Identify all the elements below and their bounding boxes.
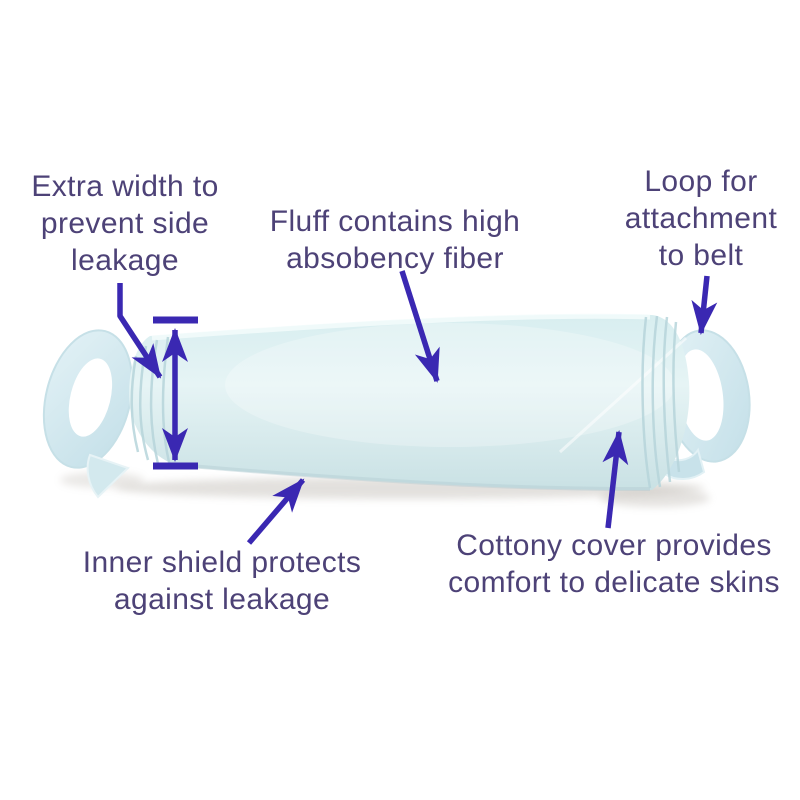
label-line: Fluff contains high [269,205,521,238]
cottony-pointer-arrow [602,430,629,529]
label-line: attachment [624,202,778,235]
label-line: Extra width to [31,170,219,203]
label-fluff: Fluff contains high absobency fiber [235,203,555,277]
label-line: leakage [71,244,179,277]
fluff-pointer-arrow [399,270,440,383]
label-line: prevent side [40,207,210,240]
label-line: against leakage [113,583,331,616]
label-line: Cottony cover provides [456,529,772,562]
label-line: comfort to delicate skins [448,566,780,599]
label-line: absobency fiber [286,242,504,275]
elastic-gathers-right [641,315,681,489]
label-line: Inner shield protects [82,546,362,579]
left-end-flap [86,453,130,499]
label-extra-width: Extra width to prevent side leakage [15,168,235,279]
loop-pointer-arrow [691,275,718,335]
width-measurement-arrow [153,316,198,470]
label-line: Loop for [644,165,758,198]
pad-body [129,313,690,492]
label-loop: Loop for attachment to belt [605,163,797,274]
right-end-tab [663,447,706,480]
label-cottony: Cottony cover provides comfort to delica… [432,527,796,601]
label-inner-shield: Inner shield protects against leakage [62,544,382,618]
annotation-arrows [117,270,718,545]
label-line: to belt [658,239,744,272]
left-belt-loop [42,329,134,499]
left-loop-hole [68,358,113,437]
inner-shield-pointer-arrow [246,478,306,545]
right-loop-hole [678,349,724,441]
extra-width-pointer-arrow [117,283,163,379]
